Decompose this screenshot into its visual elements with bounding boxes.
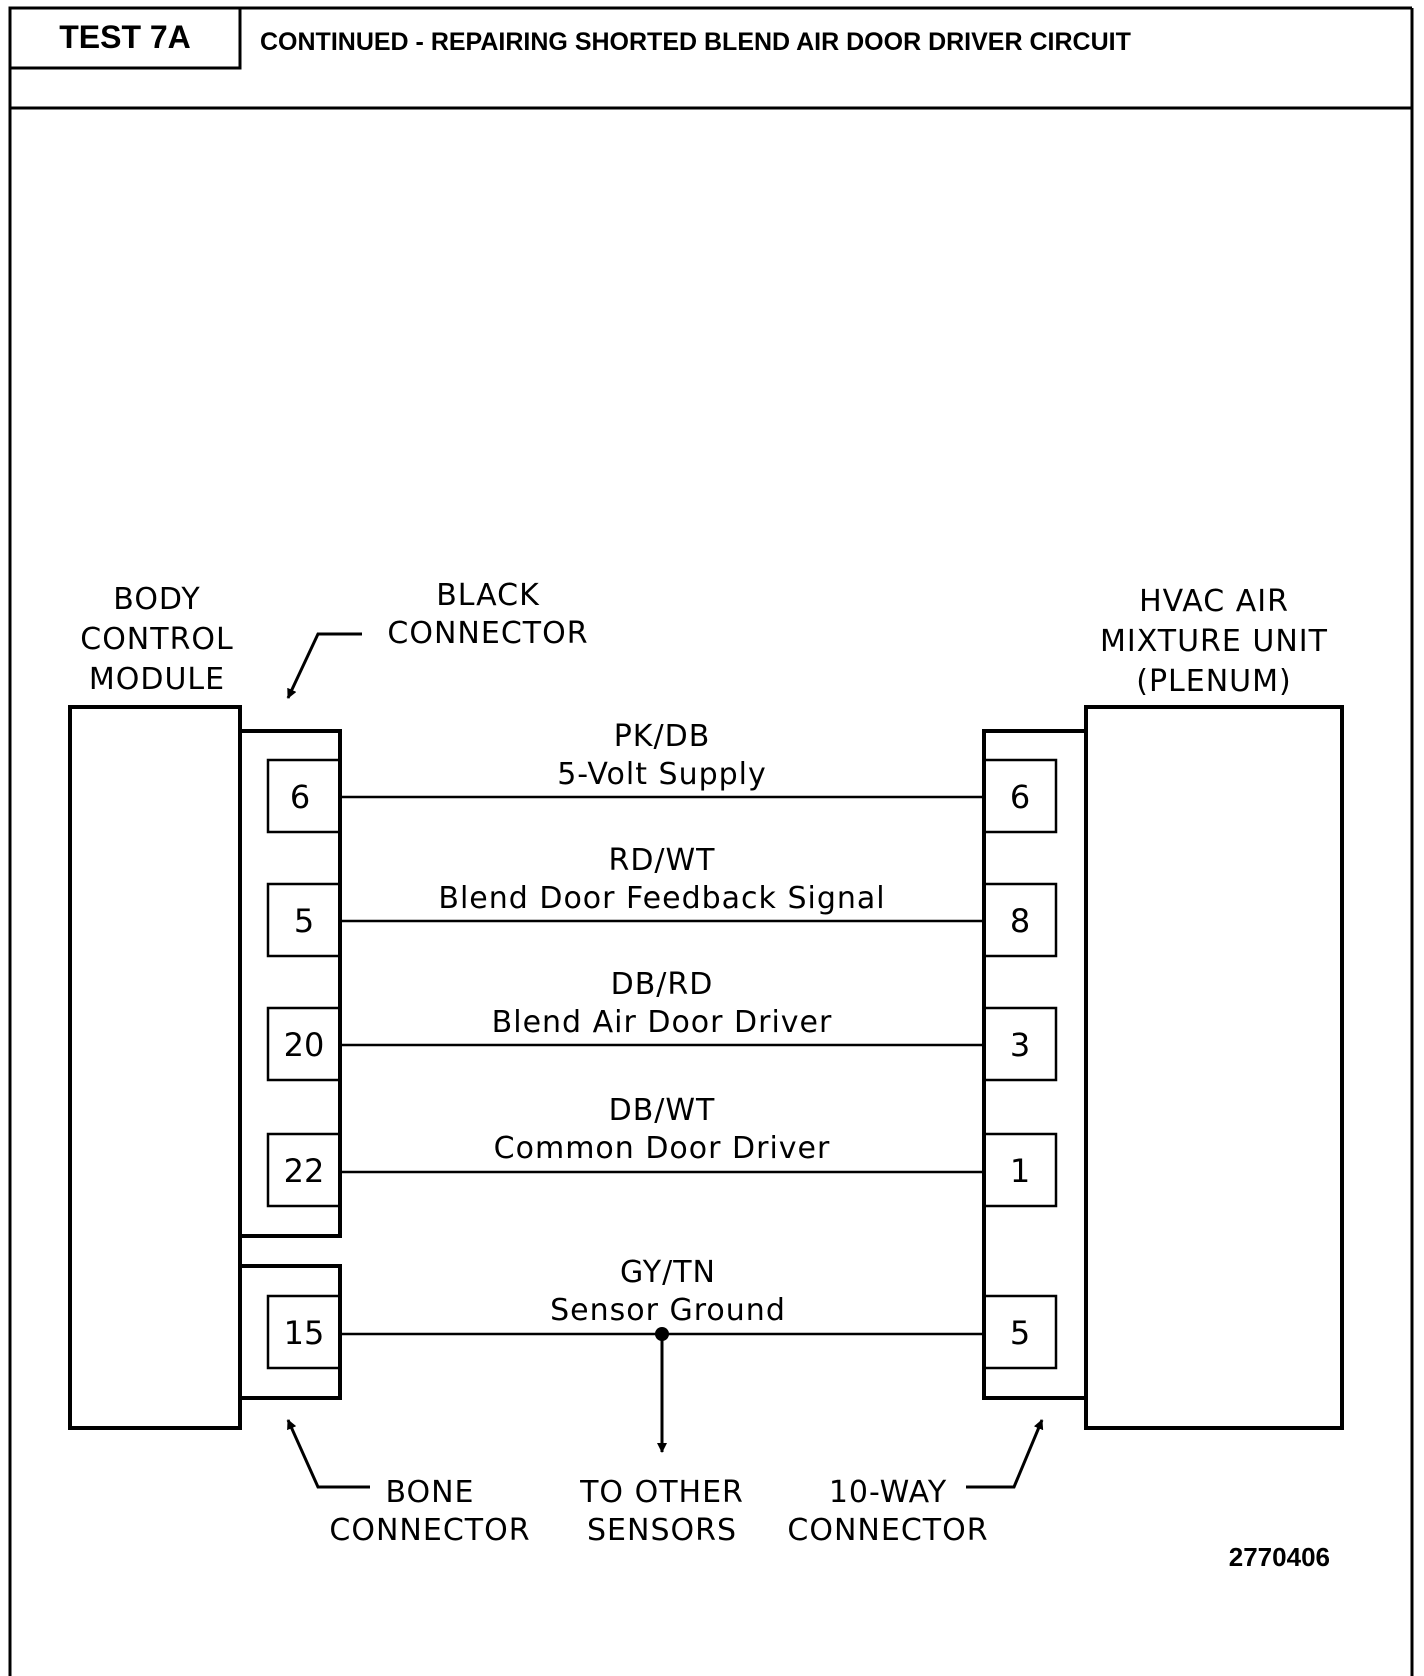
bone-connector: BONE CONNECTOR <box>240 1264 530 1548</box>
circuit-blend-door-feedback-signal: 5 8 RD/WT Blend Door Feedback Signal <box>266 843 1058 958</box>
circuit-name: Common Door Driver <box>494 1131 831 1166</box>
circuit-name: 5-Volt Supply <box>557 757 767 792</box>
bone-connector-pointer-arrow <box>286 1419 370 1489</box>
circuit-name: Blend Air Door Driver <box>492 1005 833 1040</box>
circuit-blend-air-door-driver: 20 3 DB/RD Blend Air Door Driver <box>266 967 1058 1082</box>
body-control-module: BODY CONTROL MODULE <box>68 582 242 1430</box>
circuit-sensor-ground: 15 5 GY/TN Sensor Ground <box>266 1255 1058 1453</box>
wire-color-code: DB/RD <box>611 967 714 1002</box>
other-sensors-label-line-2: SENSORS <box>587 1513 737 1548</box>
black-connector-pointer-arrow <box>286 632 362 699</box>
page-title: CONTINUED - REPAIRING SHORTED BLEND AIR … <box>260 28 1131 56</box>
hvac-air-mixture-unit-label-line-3: (PLENUM) <box>1136 664 1291 699</box>
bcm-pin-number: 5 <box>294 902 314 940</box>
wire-color-code: DB/WT <box>609 1093 716 1128</box>
bcm-pin-box <box>266 1294 342 1370</box>
other-sensors-label-line-1: TO OTHER <box>579 1475 744 1510</box>
ten-way-connector: 10-WAY CONNECTOR <box>787 729 1086 1548</box>
hvac-pin-number: 8 <box>1010 902 1030 940</box>
hvac-air-mixture-unit-box <box>1084 705 1344 1430</box>
circuit-name: Sensor Ground <box>550 1293 786 1328</box>
figure-number: 2770406 <box>1229 1542 1330 1572</box>
hvac-pin-number: 5 <box>1010 1314 1030 1352</box>
bcm-pin-number: 20 <box>284 1026 325 1064</box>
hvac-pin-box <box>982 1132 1058 1208</box>
bone-connector-label-line-1: BONE <box>385 1475 474 1510</box>
bcm-pin-box <box>266 1132 342 1208</box>
black-connector-label-line-2: CONNECTOR <box>387 616 588 651</box>
body-control-module-label-line-2: CONTROL <box>80 622 234 657</box>
hvac-pin-number: 3 <box>1010 1026 1030 1064</box>
ten-way-connector-label-line-1: 10-WAY <box>829 1475 947 1510</box>
black-connector-label-line-1: BLACK <box>436 578 540 613</box>
hvac-air-mixture-unit-label-line-2: MIXTURE UNIT <box>1100 624 1328 659</box>
bcm-pin-number: 22 <box>284 1152 325 1190</box>
body-control-module-label-line-3: MODULE <box>89 662 225 697</box>
hvac-air-mixture-unit: HVAC AIR MIXTURE UNIT (PLENUM) <box>1084 584 1344 1430</box>
hvac-pin-box <box>982 1294 1058 1370</box>
other-sensors-label: TO OTHER SENSORS <box>579 1475 744 1548</box>
hvac-pin-number: 6 <box>1010 778 1030 816</box>
ten-way-connector-label-line-2: CONNECTOR <box>787 1513 988 1548</box>
page-frame <box>8 6 1414 1676</box>
test-id: TEST 7A <box>59 19 191 55</box>
ten-way-connector-pointer-arrow <box>966 1419 1044 1489</box>
wire-color-code: PK/DB <box>614 719 711 754</box>
bone-connector-label-line-2: CONNECTOR <box>329 1513 530 1548</box>
hvac-pin-number: 1 <box>1010 1152 1030 1190</box>
bcm-pin-number: 15 <box>284 1314 325 1352</box>
wire-color-code: RD/WT <box>608 843 715 878</box>
circuit-5-volt-supply: 6 6 PK/DB 5-Volt Supply <box>266 719 1058 834</box>
bcm-pin-number: 6 <box>290 778 310 816</box>
circuit-name: Blend Door Feedback Signal <box>438 881 885 916</box>
header: TEST 7A CONTINUED - REPAIRING SHORTED BL… <box>8 6 1131 70</box>
body-control-module-label-line-1: BODY <box>113 582 200 617</box>
body-control-module-box <box>68 705 242 1430</box>
black-connector: BLACK CONNECTOR <box>240 578 588 1238</box>
wire-color-code: GY/TN <box>620 1255 716 1290</box>
test-id-box <box>8 6 242 70</box>
circuit-common-door-driver: 22 1 DB/WT Common Door Driver <box>266 1093 1058 1208</box>
hvac-air-mixture-unit-label-line-1: HVAC AIR <box>1139 584 1289 619</box>
